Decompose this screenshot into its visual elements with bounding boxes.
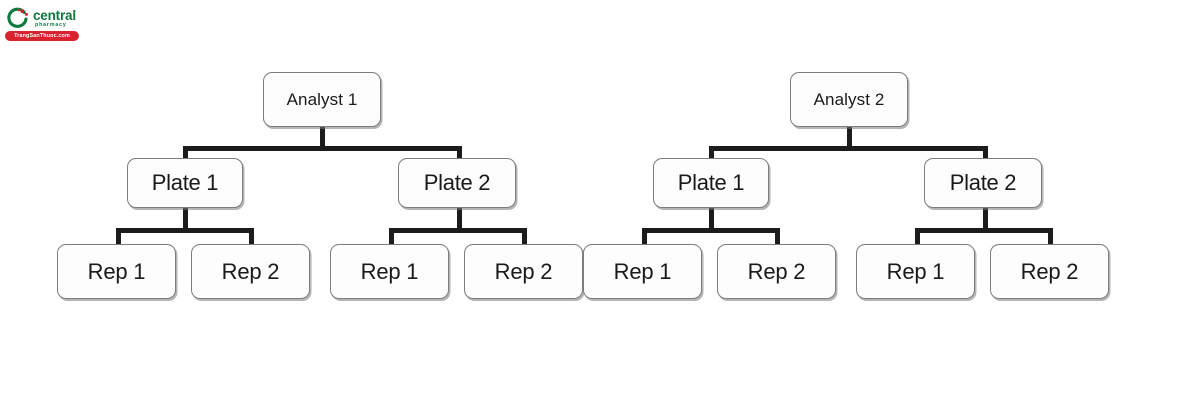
- connector-analyst2-drop-right: [983, 146, 988, 162]
- connector-a2-plate2-drop-right: [1048, 228, 1053, 246]
- connector-a1-plate1-drop-left: [116, 228, 121, 246]
- connector-a1-plate2-bar: [389, 228, 527, 233]
- node-analyst2-plate1-rep-2[interactable]: Rep 2: [717, 244, 836, 299]
- c-ring-icon: [6, 7, 30, 31]
- connector-a2-plate2-bar: [915, 228, 1053, 233]
- node-analyst1-plate-1[interactable]: Plate 1: [127, 158, 243, 208]
- logo-banner: TrangSanThuoc.com: [5, 31, 79, 41]
- logo-tagline: pharmacy: [35, 22, 67, 28]
- connector-analyst2-drop-left: [709, 146, 714, 162]
- connector-a1-plate2-drop-left: [389, 228, 394, 246]
- node-analyst-1[interactable]: Analyst 1: [263, 72, 381, 127]
- node-analyst2-plate2-rep-1[interactable]: Rep 1: [856, 244, 975, 299]
- connector-analyst2-stem: [847, 127, 852, 150]
- connector-analyst1-bar: [183, 146, 462, 151]
- connector-analyst2-bar: [709, 146, 988, 151]
- logo-wordmark: central: [33, 8, 76, 23]
- node-analyst2-plate1-rep-1[interactable]: Rep 1: [583, 244, 702, 299]
- central-pharmacy-logo: central pharmacy TrangSanThuoc.com: [4, 4, 100, 46]
- connector-a2-plate1-stem: [709, 208, 714, 231]
- connector-analyst1-drop-left: [183, 146, 188, 162]
- node-analyst2-plate-2[interactable]: Plate 2: [924, 158, 1042, 208]
- connector-a2-plate1-drop-right: [775, 228, 780, 246]
- connector-a1-plate2-drop-right: [522, 228, 527, 246]
- node-analyst2-plate-1[interactable]: Plate 1: [653, 158, 769, 208]
- connector-a2-plate2-stem: [983, 208, 988, 231]
- node-analyst1-plate2-rep-1[interactable]: Rep 1: [330, 244, 449, 299]
- connector-a2-plate2-drop-left: [915, 228, 920, 246]
- connector-analyst1-stem: [320, 127, 325, 150]
- connector-a1-plate1-drop-right: [249, 228, 254, 246]
- connector-a1-plate1-stem: [183, 208, 188, 231]
- node-analyst1-plate1-rep-1[interactable]: Rep 1: [57, 244, 176, 299]
- connector-a1-plate2-stem: [457, 208, 462, 231]
- node-analyst1-plate2-rep-2[interactable]: Rep 2: [464, 244, 583, 299]
- connector-analyst1-drop-right: [457, 146, 462, 162]
- node-analyst2-plate2-rep-2[interactable]: Rep 2: [990, 244, 1109, 299]
- connector-a2-plate1-drop-left: [642, 228, 647, 246]
- connector-a2-plate1-bar: [642, 228, 780, 233]
- connector-a1-plate1-bar: [116, 228, 254, 233]
- node-analyst1-plate1-rep-2[interactable]: Rep 2: [191, 244, 310, 299]
- node-analyst-2[interactable]: Analyst 2: [790, 72, 908, 127]
- node-analyst1-plate-2[interactable]: Plate 2: [398, 158, 516, 208]
